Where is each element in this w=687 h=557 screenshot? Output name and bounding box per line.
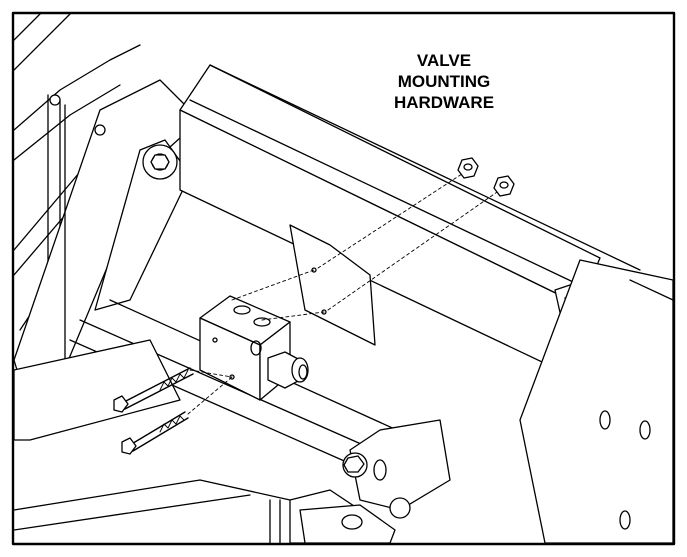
valve-block [199,295,309,401]
callout-line-2: MOUNTING [397,72,491,91]
lower-bracket [269,419,451,543]
mounting-bolts [113,367,194,455]
callout-line-1: VALVE [416,51,472,70]
diagram-border [11,11,676,546]
right-side-plate [519,259,673,543]
pivot-arms [14,79,201,381]
callout-label: VALVE MOUNTING HARDWARE [334,50,554,113]
mounting-plate [289,224,376,346]
callout-line-3: HARDWARE [393,93,495,112]
assembly-lines [187,171,501,415]
lock-nuts [457,157,515,197]
